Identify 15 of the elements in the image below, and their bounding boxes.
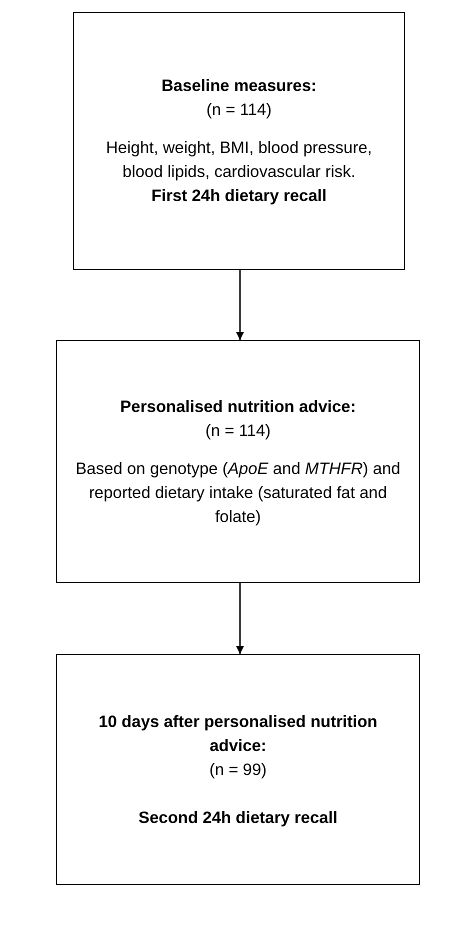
box-heading: 10 days after personalised nutrition advice:: [98, 712, 378, 756]
box-text: Height, weight, BMI, blood pressure, blood lipids, cardiovascular risk.: [105, 138, 373, 183]
process-box: [56, 340, 420, 583]
box-text: Second 24h dietary recall: [138, 808, 338, 828]
process-box: [73, 12, 405, 270]
box-text: (n = 114): [206, 100, 272, 121]
arrow: [236, 583, 244, 654]
box-text: First 24h dietary recall: [151, 186, 327, 207]
box-heading: Baseline measures:: [161, 76, 316, 97]
arrow: [236, 270, 244, 340]
box-text: (n = 114): [205, 420, 271, 442]
box-text: (n = 99): [209, 760, 267, 780]
process-box: [56, 654, 420, 885]
box-heading: Personalised nutrition advice:: [120, 396, 356, 418]
box-text: Based on genotype (ApoE and MTHFR) and reported dietary intake (saturated fat and folate): [74, 458, 402, 528]
